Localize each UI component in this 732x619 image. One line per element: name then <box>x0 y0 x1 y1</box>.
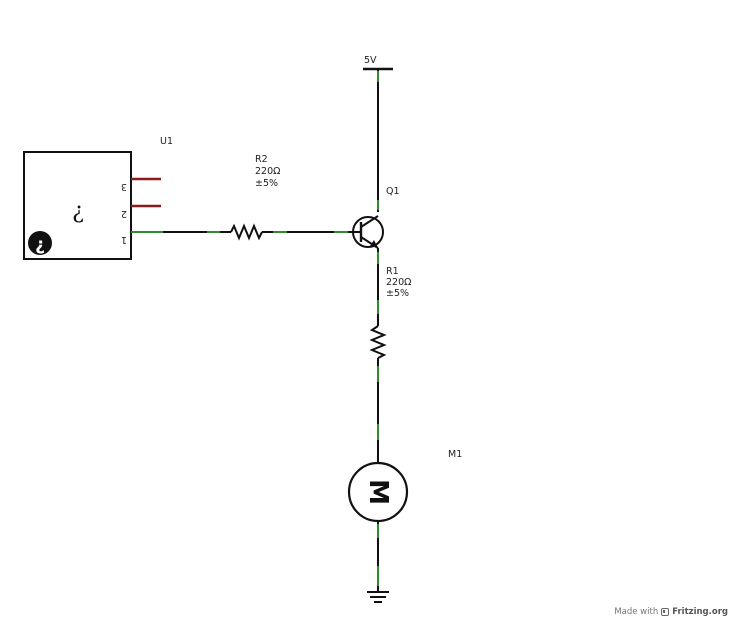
ground-icon[interactable] <box>367 591 389 603</box>
component-m1[interactable]: M M1 <box>347 449 462 523</box>
power-5v[interactable]: 5V <box>363 55 393 71</box>
footer-brand[interactable]: Fritzing.org <box>672 607 728 617</box>
r2-ref: R2 <box>255 154 268 165</box>
motor-symbol: M <box>363 479 393 505</box>
u1-pin-1-label: 1 <box>121 234 127 245</box>
u1-ref: U1 <box>160 136 173 147</box>
power-label: 5V <box>364 55 377 66</box>
help-icon-glyph: ¿ <box>35 235 45 255</box>
u1-pin-3-label: 3 <box>121 181 127 192</box>
fritzing-logo-icon <box>661 608 670 616</box>
emitter-arrow-icon <box>370 240 378 248</box>
component-q1[interactable]: Q1 <box>352 186 400 249</box>
u1-pin-2-label: 2 <box>121 208 127 219</box>
m1-ref: M1 <box>448 449 462 460</box>
r2-value: 220Ω <box>255 166 280 177</box>
component-u1[interactable]: U1 ¿ ¿ 3 2 1 <box>23 136 173 260</box>
r1-value: 220Ω <box>386 277 411 288</box>
r2-tolerance: ±5% <box>255 178 278 189</box>
r1-ref: R1 <box>386 266 399 277</box>
component-r2[interactable]: R2 220Ω ±5% <box>230 154 280 241</box>
help-icon <box>28 231 52 255</box>
r1-tolerance: ±5% <box>386 288 409 299</box>
component-r1[interactable]: R1 220Ω ±5% <box>369 266 411 359</box>
q1-ref: Q1 <box>386 186 400 197</box>
u1-center-glyph: ¿ <box>72 199 84 224</box>
footer-credit: Made with Fritzing.org <box>614 607 728 617</box>
footer-prefix: Made with <box>614 607 659 617</box>
